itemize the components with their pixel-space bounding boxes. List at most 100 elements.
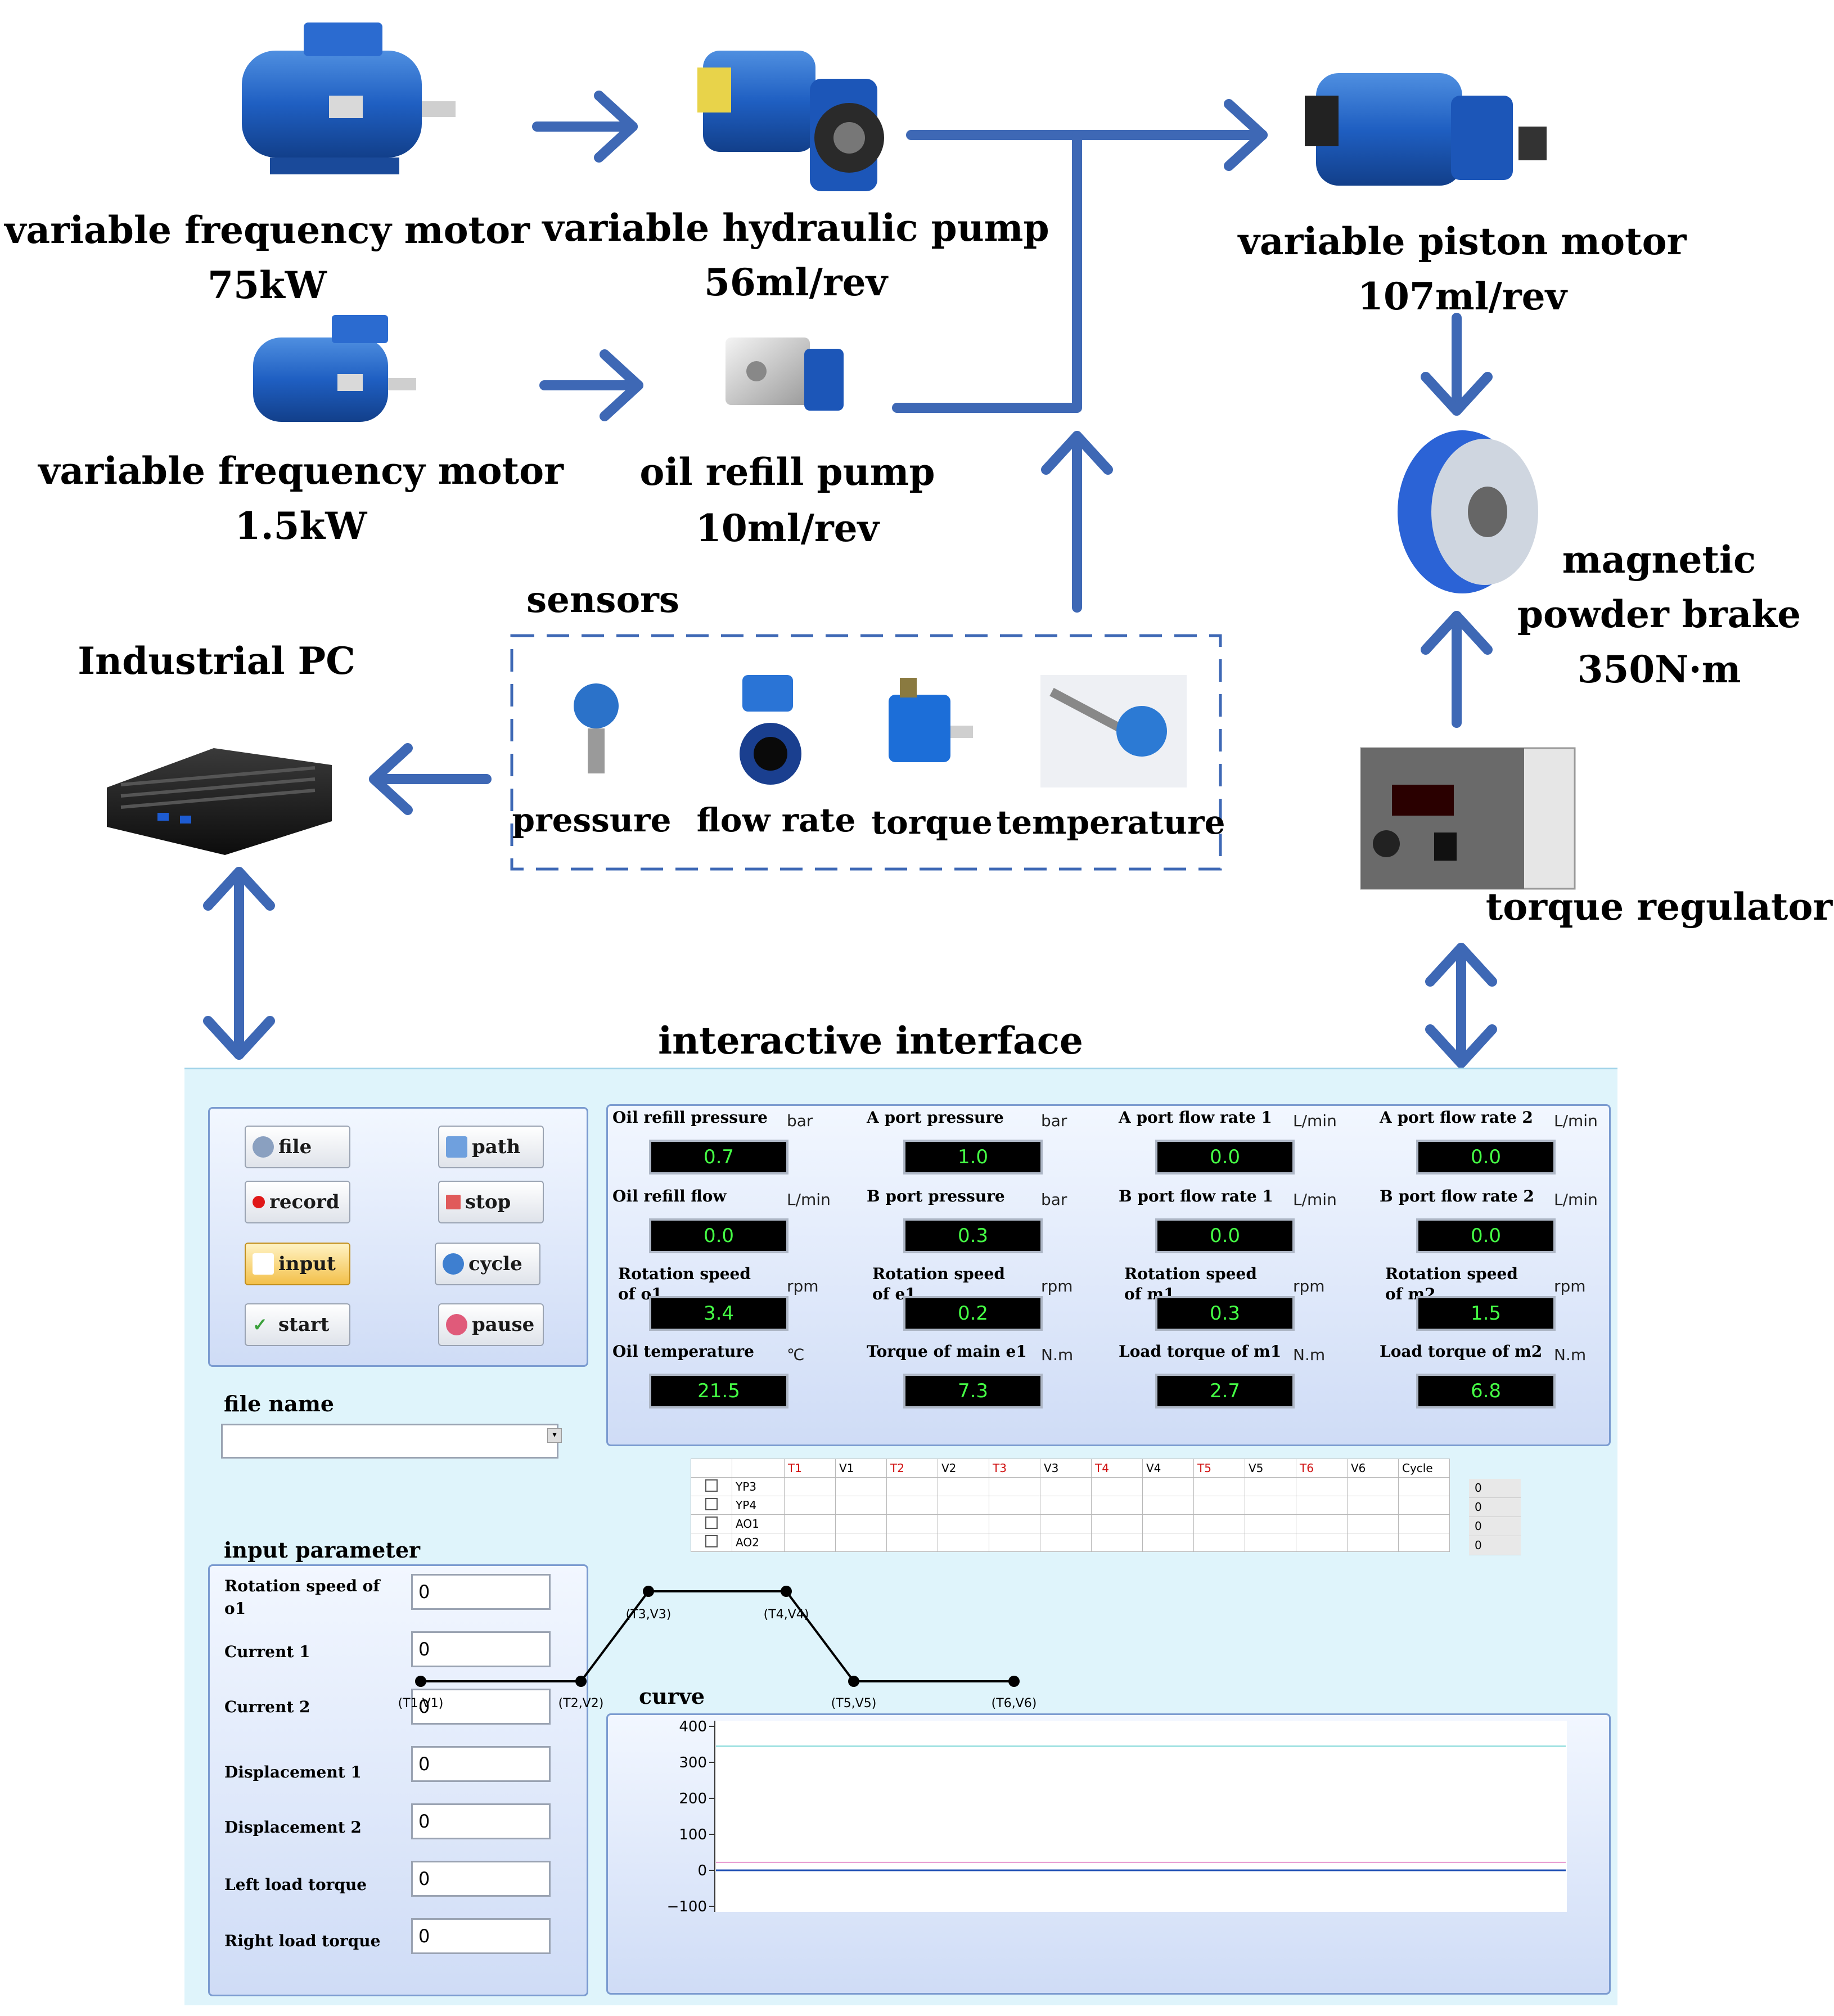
- table-cell[interactable]: [886, 1514, 938, 1533]
- table-cell[interactable]: [1142, 1477, 1194, 1496]
- table-cell[interactable]: [1245, 1533, 1296, 1552]
- table-cell[interactable]: [835, 1533, 887, 1552]
- input-button[interactable]: input: [245, 1243, 350, 1285]
- table-cell[interactable]: [784, 1514, 836, 1533]
- table-cell[interactable]: [1347, 1533, 1399, 1552]
- table-cell[interactable]: [886, 1496, 938, 1515]
- table-cell[interactable]: [1347, 1477, 1399, 1496]
- table-cell[interactable]: [1245, 1477, 1296, 1496]
- table-cell[interactable]: [1040, 1477, 1092, 1496]
- cycle-button[interactable]: cycle: [435, 1243, 540, 1285]
- pressure-sensor-image: [574, 683, 619, 773]
- pump56-name: variable hydraulic pump: [541, 206, 1049, 250]
- table-cell[interactable]: [1142, 1533, 1194, 1552]
- start-button[interactable]: ✓start: [245, 1303, 350, 1346]
- input-displacement-2[interactable]: 0: [411, 1803, 551, 1839]
- motor-75kw-image: [242, 22, 456, 174]
- table-cell[interactable]: [989, 1533, 1040, 1552]
- table-cell[interactable]: [1245, 1514, 1296, 1533]
- table-cell[interactable]: [1296, 1514, 1348, 1533]
- table-cell[interactable]: [1040, 1496, 1092, 1515]
- measurement-label-6: B port flow rate 1: [1119, 1187, 1273, 1205]
- table-cell[interactable]: [886, 1533, 938, 1552]
- table-cell[interactable]: [1398, 1533, 1450, 1552]
- table-cell[interactable]: [886, 1477, 938, 1496]
- row-checkbox[interactable]: [691, 1496, 732, 1515]
- table-cell[interactable]: [1142, 1496, 1194, 1515]
- table-cell[interactable]: [1142, 1514, 1194, 1533]
- measurement-label-12: Oil temperature: [612, 1342, 754, 1361]
- profile-point-label-1: (T1,V1): [398, 1696, 444, 1711]
- table-cell[interactable]: [1193, 1514, 1245, 1533]
- chevron-down-icon[interactable]: ▾: [547, 1428, 562, 1443]
- table-cell[interactable]: [938, 1477, 989, 1496]
- table-cell[interactable]: [1398, 1477, 1450, 1496]
- torque-sensor-image: [889, 678, 973, 762]
- measurement-readout-7: 0.0: [1416, 1218, 1556, 1253]
- measurement-label-15: Load torque of m2: [1380, 1342, 1543, 1361]
- table-cell[interactable]: [835, 1514, 887, 1533]
- table-cell[interactable]: [784, 1477, 836, 1496]
- table-cell[interactable]: [835, 1496, 887, 1515]
- table-cell[interactable]: [1091, 1533, 1143, 1552]
- curve-label: curve: [639, 1684, 705, 1709]
- row-checkbox[interactable]: [691, 1477, 732, 1496]
- measurement-unit-10: rpm: [1293, 1277, 1325, 1295]
- pause-button[interactable]: pause: [438, 1303, 544, 1346]
- brake-spec: 350N·m: [1578, 647, 1741, 691]
- table-cell[interactable]: [1193, 1533, 1245, 1552]
- table-cell[interactable]: [1296, 1477, 1348, 1496]
- table-cell[interactable]: [989, 1477, 1040, 1496]
- measurement-unit-8: rpm: [787, 1277, 819, 1295]
- file-button[interactable]: file: [245, 1126, 350, 1168]
- table-row-label: AO2: [732, 1533, 785, 1552]
- table-cell[interactable]: [1296, 1496, 1348, 1515]
- input-left-load-torque[interactable]: 0: [411, 1861, 551, 1897]
- table-cell[interactable]: [1193, 1496, 1245, 1515]
- table-cell[interactable]: [938, 1514, 989, 1533]
- profile-point-3: [643, 1586, 654, 1597]
- table-cell[interactable]: [1040, 1514, 1092, 1533]
- input-current-1[interactable]: 0: [411, 1631, 551, 1667]
- table-cell[interactable]: [835, 1477, 887, 1496]
- table-cell[interactable]: [1296, 1533, 1348, 1552]
- table-cell[interactable]: [1091, 1496, 1143, 1515]
- file-name-select[interactable]: [221, 1424, 558, 1459]
- row-checkbox[interactable]: [691, 1533, 732, 1552]
- table-cell[interactable]: [1347, 1496, 1399, 1515]
- input-rotation-speed[interactable]: 0: [411, 1574, 551, 1610]
- input-label-current-1: Current 1: [224, 1642, 310, 1661]
- input-label-current-2: Current 2: [224, 1698, 310, 1716]
- table-cell[interactable]: [1040, 1533, 1092, 1552]
- record-button[interactable]: record: [245, 1181, 350, 1223]
- input-right-load-torque[interactable]: 0: [411, 1918, 551, 1954]
- industrial-pc-image: [107, 748, 332, 855]
- measurement-unit-3: L/min: [1554, 1112, 1598, 1130]
- table-cell[interactable]: [938, 1496, 989, 1515]
- row-checkbox[interactable]: [691, 1514, 732, 1533]
- table-cell[interactable]: [989, 1496, 1040, 1515]
- table-cell[interactable]: [784, 1496, 836, 1515]
- table-cell[interactable]: [938, 1533, 989, 1552]
- table-cell[interactable]: [1347, 1514, 1399, 1533]
- input-displacement-1[interactable]: 0: [411, 1746, 551, 1782]
- input-current-2[interactable]: 0: [411, 1689, 551, 1725]
- table-cell[interactable]: [1245, 1496, 1296, 1515]
- table-cell[interactable]: [1193, 1477, 1245, 1496]
- measurement-readout-4: 0.0: [649, 1218, 788, 1253]
- table-cell[interactable]: [1091, 1514, 1143, 1533]
- measurement-label-14: Load torque of m1: [1119, 1342, 1282, 1361]
- y-tick-label: 0: [697, 1862, 707, 1879]
- piston-spec: 107ml/rev: [1358, 274, 1568, 318]
- stop-button[interactable]: stop: [438, 1181, 544, 1223]
- table-cell[interactable]: [1091, 1477, 1143, 1496]
- table-cell[interactable]: [989, 1514, 1040, 1533]
- table-cell[interactable]: [1398, 1514, 1450, 1533]
- button-panel: file path record stop input cycle ✓start…: [208, 1107, 588, 1367]
- table-cell[interactable]: [1398, 1496, 1450, 1515]
- table-cell[interactable]: [784, 1533, 836, 1552]
- path-button[interactable]: path: [438, 1126, 544, 1168]
